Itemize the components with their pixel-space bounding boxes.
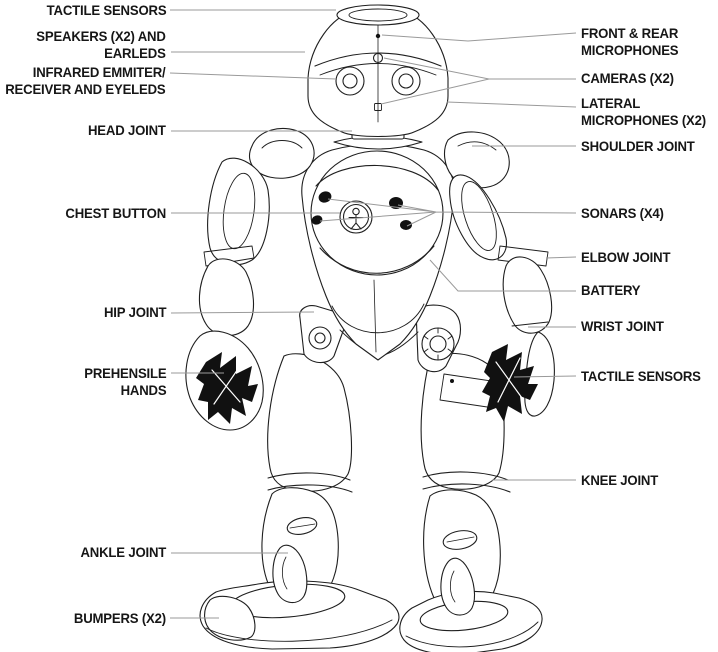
label-prehensile-hands: PREHENSILE HANDS: [83, 365, 166, 398]
leader-battery: [429, 259, 576, 292]
head-top-microphone-dot: [375, 33, 381, 39]
label-speakers-earleds: SPEAKERS (X2) AND EARLEDS: [36, 28, 167, 61]
right-hand-fingers: [482, 344, 538, 422]
label-tactile-sensors-head: TACTILE SENSORS: [46, 2, 166, 18]
leader-sonars: [319, 198, 577, 227]
leader-infrared-eyeleds: [169, 72, 337, 80]
label-battery: BATTERY: [581, 282, 641, 298]
pelvis-drawing: [299, 304, 462, 373]
forehead-camera: [372, 52, 384, 64]
label-knee-joint: KNEE JOINT: [581, 472, 659, 488]
label-shoulder-joint: SHOULDER JOINT: [581, 138, 695, 154]
right-leg-drawing: [399, 352, 543, 652]
head-drawing: [307, 4, 449, 150]
leader-front-rear-microphones: [381, 32, 577, 42]
leader-cameras: [380, 57, 576, 105]
label-tactile-sensors-hands: TACTILE SENSORS: [581, 368, 701, 384]
eye-leds: [335, 66, 421, 96]
sonar-dots: [311, 191, 412, 230]
leader-hip-joint: [170, 311, 315, 314]
label-lateral-microphones: LATERAL MICROPHONES (X2): [581, 95, 706, 128]
label-chest-button: CHEST BUTTON: [65, 205, 166, 221]
mouth-camera: [374, 103, 382, 111]
right-arm-drawing: [443, 131, 555, 422]
leader-lateral-microphones: [446, 101, 577, 108]
label-infrared-eyeleds: INFRARED EMMITER/ RECEIVER AND EYELEDS: [5, 64, 166, 97]
label-bumpers: BUMPERS (X2): [73, 610, 166, 626]
label-sonars: SONARS (X4): [581, 205, 664, 221]
left-leg-drawing: [199, 353, 400, 650]
label-head-joint: HEAD JOINT: [88, 122, 166, 138]
label-hip-joint: HIP JOINT: [103, 304, 167, 320]
label-front-rear-microphones: FRONT & REAR MICROPHONES: [581, 25, 679, 58]
label-elbow-joint: ELBOW JOINT: [581, 249, 671, 265]
label-wrist-joint: WRIST JOINT: [581, 318, 664, 334]
label-cameras: CAMERAS (X2): [581, 70, 674, 86]
left-arm-drawing: [185, 128, 315, 431]
leader-elbow-joint: [545, 256, 577, 259]
label-ankle-joint: ANKLE JOINT: [80, 544, 166, 560]
leader-tactile-sensors-hands: [513, 375, 577, 378]
torso-drawing: [301, 143, 455, 361]
